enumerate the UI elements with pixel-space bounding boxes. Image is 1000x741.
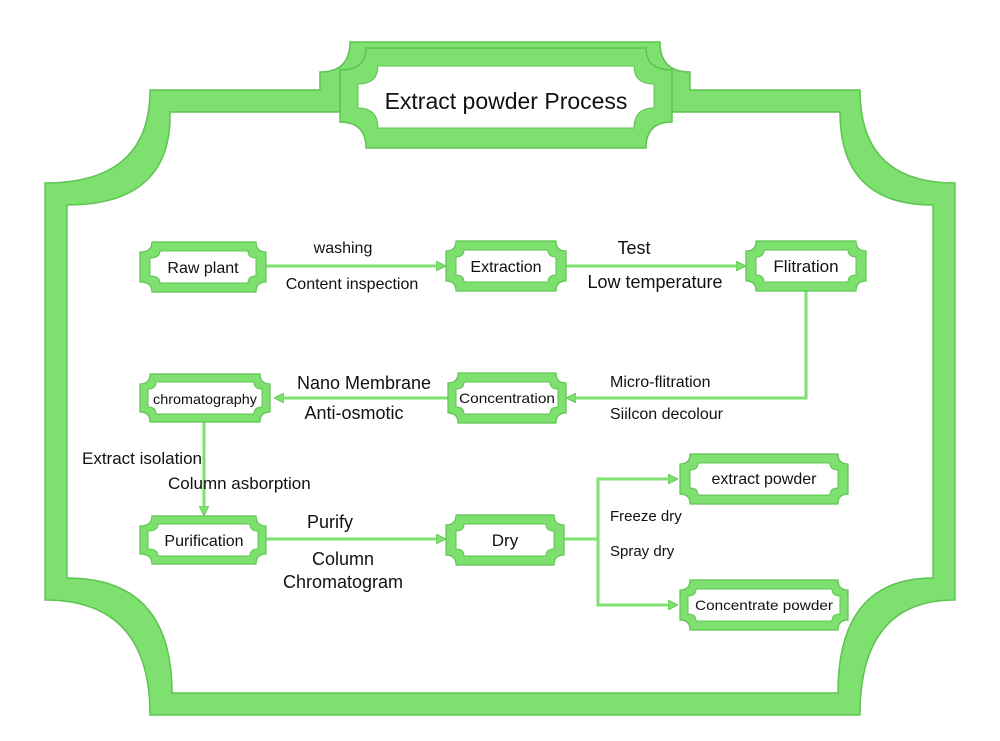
- node-raw-plant: Raw plant: [139, 241, 267, 293]
- node-label: Concentrate powder: [695, 597, 833, 613]
- node-label: extract powder: [712, 471, 818, 488]
- node-label: Raw plant: [167, 260, 239, 277]
- node-extract-powder: extract powder: [679, 453, 849, 505]
- arrow-to-concentrate-powder: [596, 539, 676, 605]
- node-purification: Purification: [139, 515, 267, 565]
- node-concentration: Concentration: [447, 372, 567, 424]
- label-freeze-dry: Freeze dry: [610, 508, 682, 525]
- label-column: Column: [312, 549, 374, 569]
- label-spray-dry: Spray dry: [610, 543, 675, 560]
- connectors: [204, 266, 808, 605]
- node-label: Extraction: [470, 259, 541, 276]
- label-column-asborption: Column asborption: [168, 474, 311, 493]
- label-chromatogram: Chromatogram: [283, 572, 403, 592]
- node-label: chromatography: [153, 391, 257, 407]
- node-label: Dry: [492, 531, 519, 550]
- edge-labels: washing Content inspection Test Low temp…: [82, 238, 724, 592]
- label-content-inspection: Content inspection: [286, 276, 419, 293]
- label-micro-flitration: Micro-flitration: [610, 374, 710, 391]
- arrow-to-extract-powder: [596, 479, 676, 539]
- node-flitration: Flitration: [745, 240, 867, 292]
- node-extraction: Extraction: [445, 240, 567, 292]
- node-dry: Dry: [445, 514, 565, 566]
- label-purify: Purify: [307, 512, 353, 532]
- label-extract-isolation: Extract isolation: [82, 449, 202, 468]
- node-label: Purification: [164, 533, 243, 550]
- node-label: Flitration: [773, 257, 838, 276]
- node-label: Concentration: [459, 390, 555, 406]
- label-washing: washing: [313, 240, 373, 257]
- label-low-temperature: Low temperature: [587, 272, 722, 292]
- diagram-title: Extract powder Process: [385, 88, 628, 114]
- arrow-flitration-to-concentration: [568, 290, 808, 398]
- label-nano-membrane: Nano Membrane: [297, 373, 431, 393]
- title-plate: Extract powder Process: [339, 47, 673, 149]
- label-anti-osmotic: Anti-osmotic: [304, 403, 403, 423]
- label-test: Test: [617, 238, 650, 258]
- node-concentrate-powder: Concentrate powder: [679, 579, 849, 631]
- node-chromatography: chromatography: [139, 373, 271, 423]
- label-silicon-decolour: Siilcon decolour: [610, 406, 724, 423]
